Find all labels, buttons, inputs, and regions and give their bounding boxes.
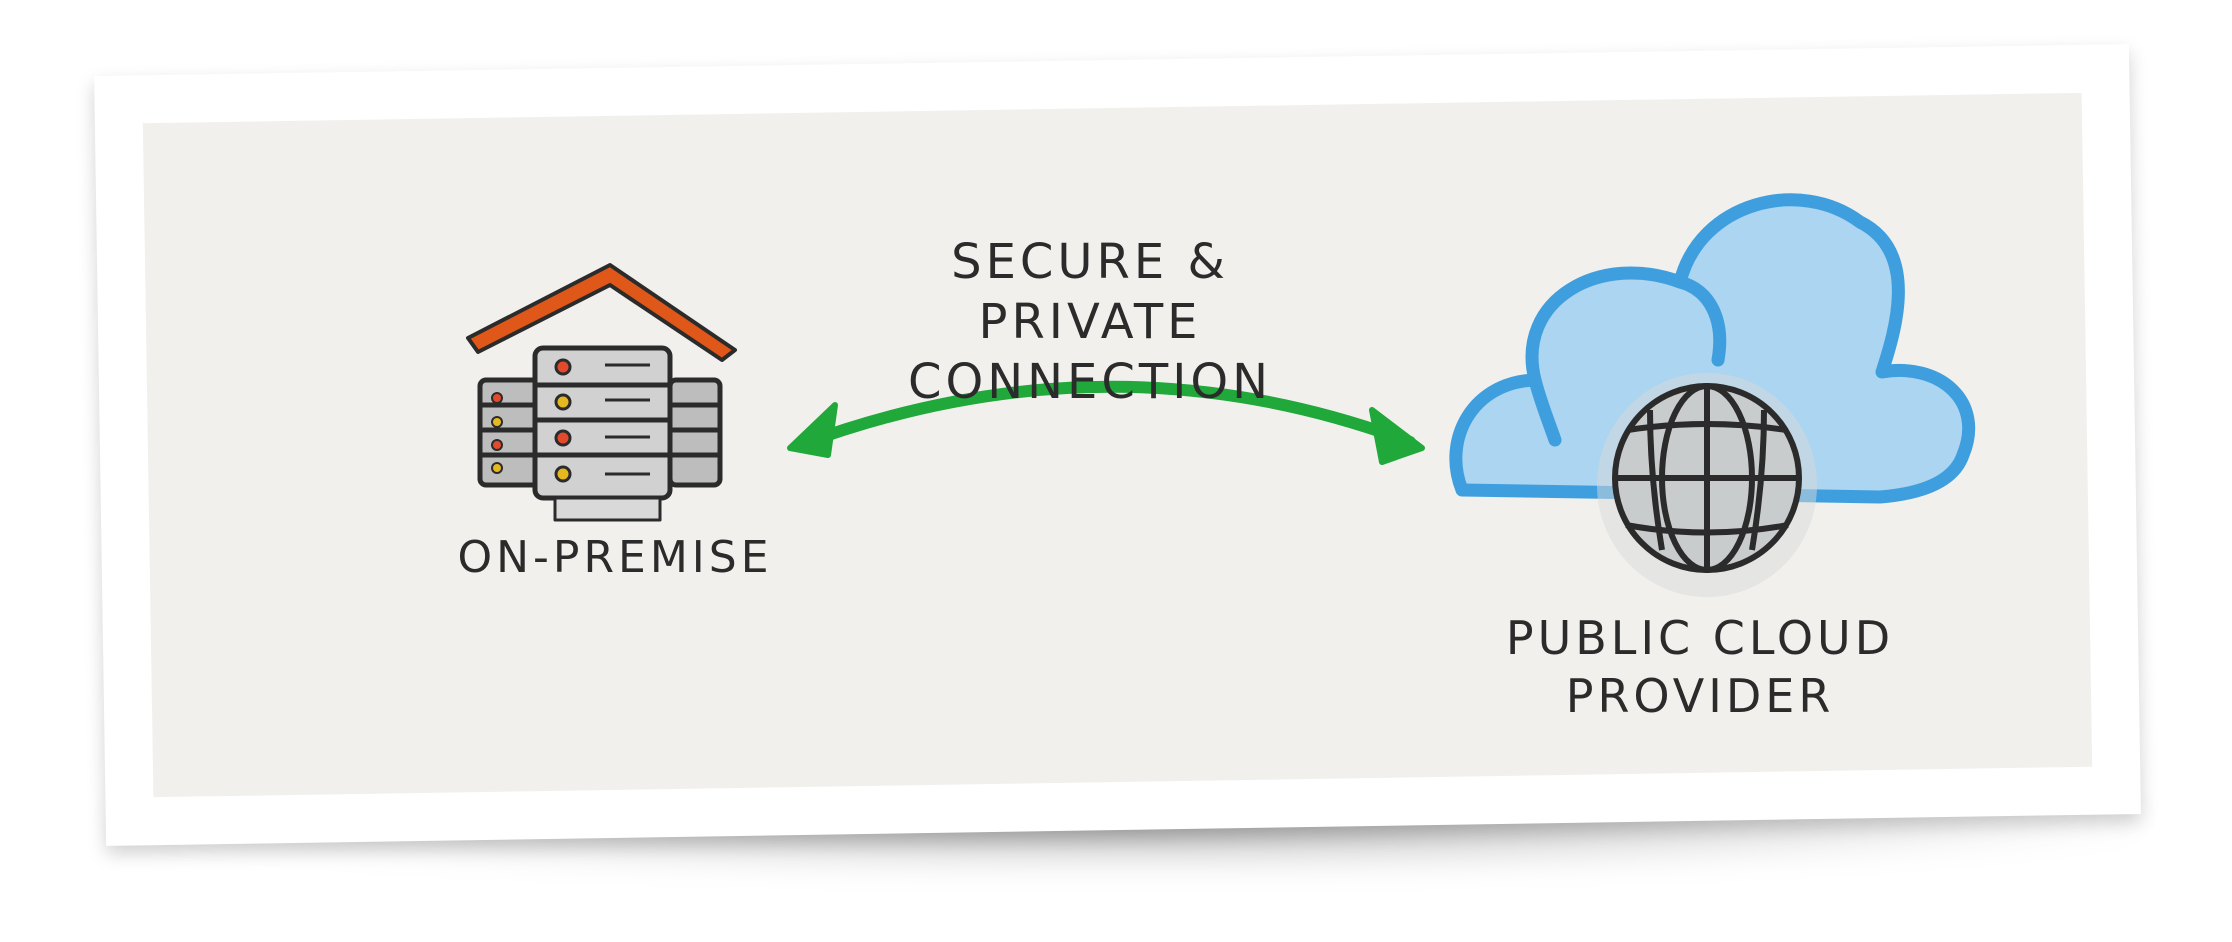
bidirectional-arrow-icon [787, 380, 1425, 465]
house-roof-icon [466, 263, 737, 362]
globe-icon [1597, 373, 1817, 597]
cloud-provider-label: PUBLIC CLOUD PROVIDER [1500, 610, 1900, 725]
cloud-provider-label-line2: PROVIDER [1565, 668, 1835, 723]
connection-label-line1: SECURE & PRIVATE [951, 234, 1229, 350]
connection-label: SECURE & PRIVATE CONNECTION [860, 232, 1320, 412]
cloud-provider-label-line1: PUBLIC CLOUD [1505, 611, 1895, 665]
cloud-icon [1449, 193, 1975, 504]
on-premise-label: ON-PREMISE [457, 532, 773, 583]
connection-label-line2: CONNECTION [907, 354, 1273, 410]
server-rack-icon [477, 345, 723, 522]
